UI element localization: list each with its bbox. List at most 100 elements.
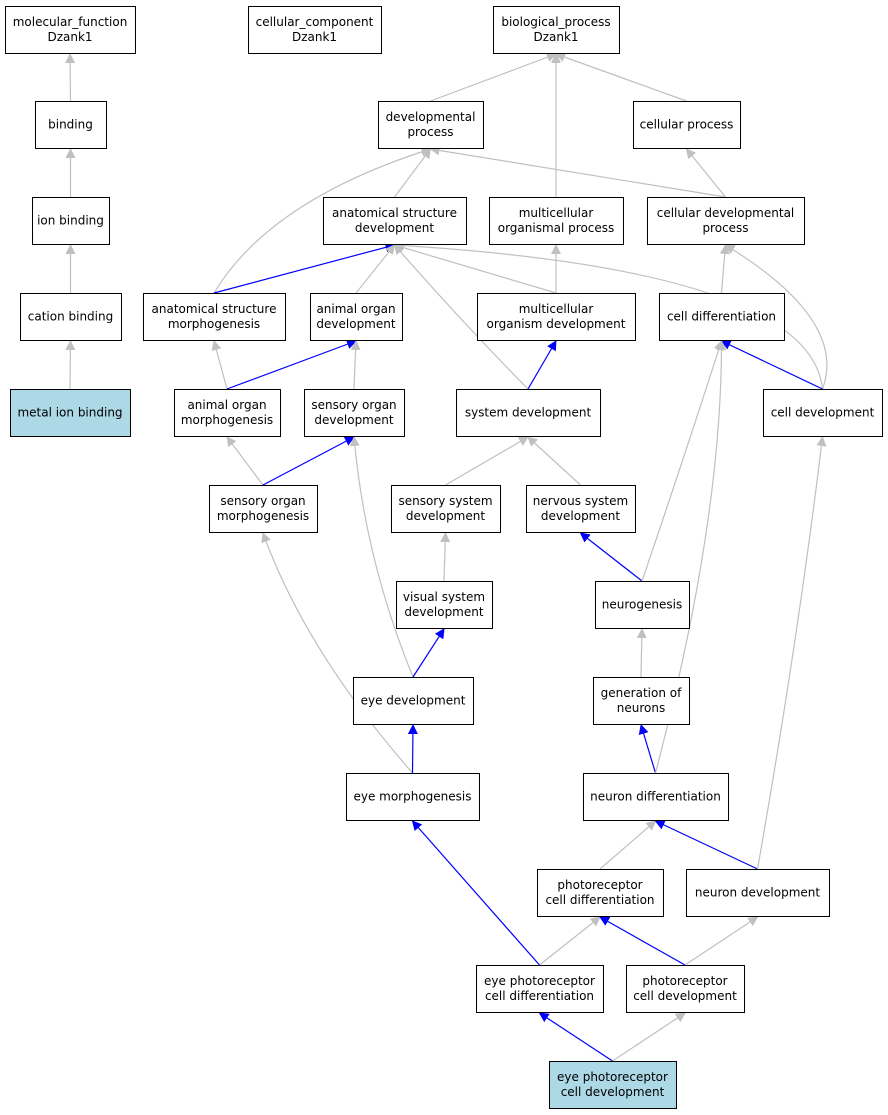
node-label-line: neurogenesis (602, 598, 682, 612)
node-label-line: photoreceptor (642, 974, 727, 988)
edge-sysd-to-asd (393, 244, 529, 390)
edge-epcd-to-eyem (411, 820, 540, 966)
node-label-line: development (355, 221, 434, 235)
edge-vsd-to-ssd (440, 532, 451, 582)
node-eye-development[interactable]: eye development (353, 677, 474, 725)
node-label-line: cell differentiation (485, 989, 594, 1003)
node-label-line: ion binding (37, 214, 104, 228)
node-label-line: multicellular (519, 206, 594, 220)
node-label-line: developmental (386, 110, 476, 124)
node-box (626, 965, 745, 1013)
node-label-line: organism development (487, 317, 626, 331)
node-box (209, 485, 318, 533)
node-box (323, 197, 467, 245)
edge-nd-to-gen (638, 724, 657, 774)
edge-sod-to-aod (350, 340, 361, 390)
node-label-line: photoreceptor (557, 878, 642, 892)
node-box (304, 389, 405, 437)
node-box (595, 581, 690, 629)
node-cellular-process[interactable]: cellular process (633, 101, 741, 149)
edge-mib-to-catb (65, 340, 76, 390)
node-label-line: molecular_function (13, 15, 128, 29)
edge-epcd-to-pcd (539, 916, 601, 966)
edge-gen-to-neuro (636, 628, 647, 678)
node-box (353, 677, 474, 725)
node-label-line: development (406, 509, 485, 523)
node-label-line: binding (48, 118, 93, 132)
node-metal-ion-binding[interactable]: metal ion binding (10, 389, 131, 437)
node-box (583, 773, 729, 821)
node-box (456, 389, 601, 437)
edge-eyem-to-som (261, 532, 413, 774)
node-label-line: cellular process (640, 118, 734, 132)
node-label-line: biological_process (501, 15, 610, 29)
node-label-line: anatomical structure (152, 302, 277, 316)
node-label-line: animal organ (316, 302, 395, 316)
node-box (5, 6, 136, 54)
node-label-line: cation binding (28, 310, 113, 324)
node-ion-binding[interactable]: ion binding (32, 197, 110, 245)
node-box (143, 293, 286, 341)
node-label-line: cellular_component (256, 15, 374, 29)
node-cell-development[interactable]: cell development (763, 389, 883, 437)
node-cation-binding[interactable]: cation binding (20, 293, 122, 341)
node-neurogenesis[interactable]: neurogenesis (595, 581, 690, 629)
node-box (378, 101, 484, 149)
edge-cellp-to-bp (555, 52, 687, 102)
edge-som-to-sod (262, 436, 355, 486)
node-box (10, 389, 131, 437)
node-box (20, 293, 122, 341)
node-label-line: metal ion binding (17, 406, 122, 420)
edge-cdiff-to-cdp (719, 244, 730, 294)
edge-mcod-to-asd (393, 242, 557, 294)
node-box (391, 485, 501, 533)
node-box (549, 1061, 677, 1109)
node-neuron-development[interactable]: neuron development (686, 869, 830, 917)
edge-ndev-to-nd (654, 820, 758, 870)
edge-pcdev-to-pcd (599, 916, 686, 966)
edge-sysd-to-mcod (527, 340, 557, 390)
node-label-line: animal organ (187, 398, 266, 412)
node-eye-morphogenesis[interactable]: eye morphogenesis (346, 773, 480, 821)
node-neuron-differentiation[interactable]: neuron differentiation (583, 773, 729, 821)
node-label-line: cellular developmental (657, 206, 795, 220)
node-label-line: anatomical structure (332, 206, 457, 220)
node-label-line: neuron development (695, 886, 820, 900)
node-label-line: development (404, 605, 483, 619)
node-cell-differentiation[interactable]: cell differentiation (659, 293, 785, 341)
node-label-line: cell development (633, 989, 737, 1003)
node-system-development[interactable]: system development (456, 389, 601, 437)
node-label-line: Dzank1 (47, 30, 92, 44)
node-box (476, 965, 604, 1013)
node-box (526, 485, 636, 533)
edge-asm-to-devp (213, 146, 432, 294)
node-box (310, 293, 403, 341)
node-label-line: eye photoreceptor (484, 974, 595, 988)
node-label-line: nervous system (533, 494, 628, 508)
node-box (593, 677, 690, 725)
node-binding[interactable]: binding (35, 101, 107, 149)
node-label-line: cell development (771, 406, 875, 420)
